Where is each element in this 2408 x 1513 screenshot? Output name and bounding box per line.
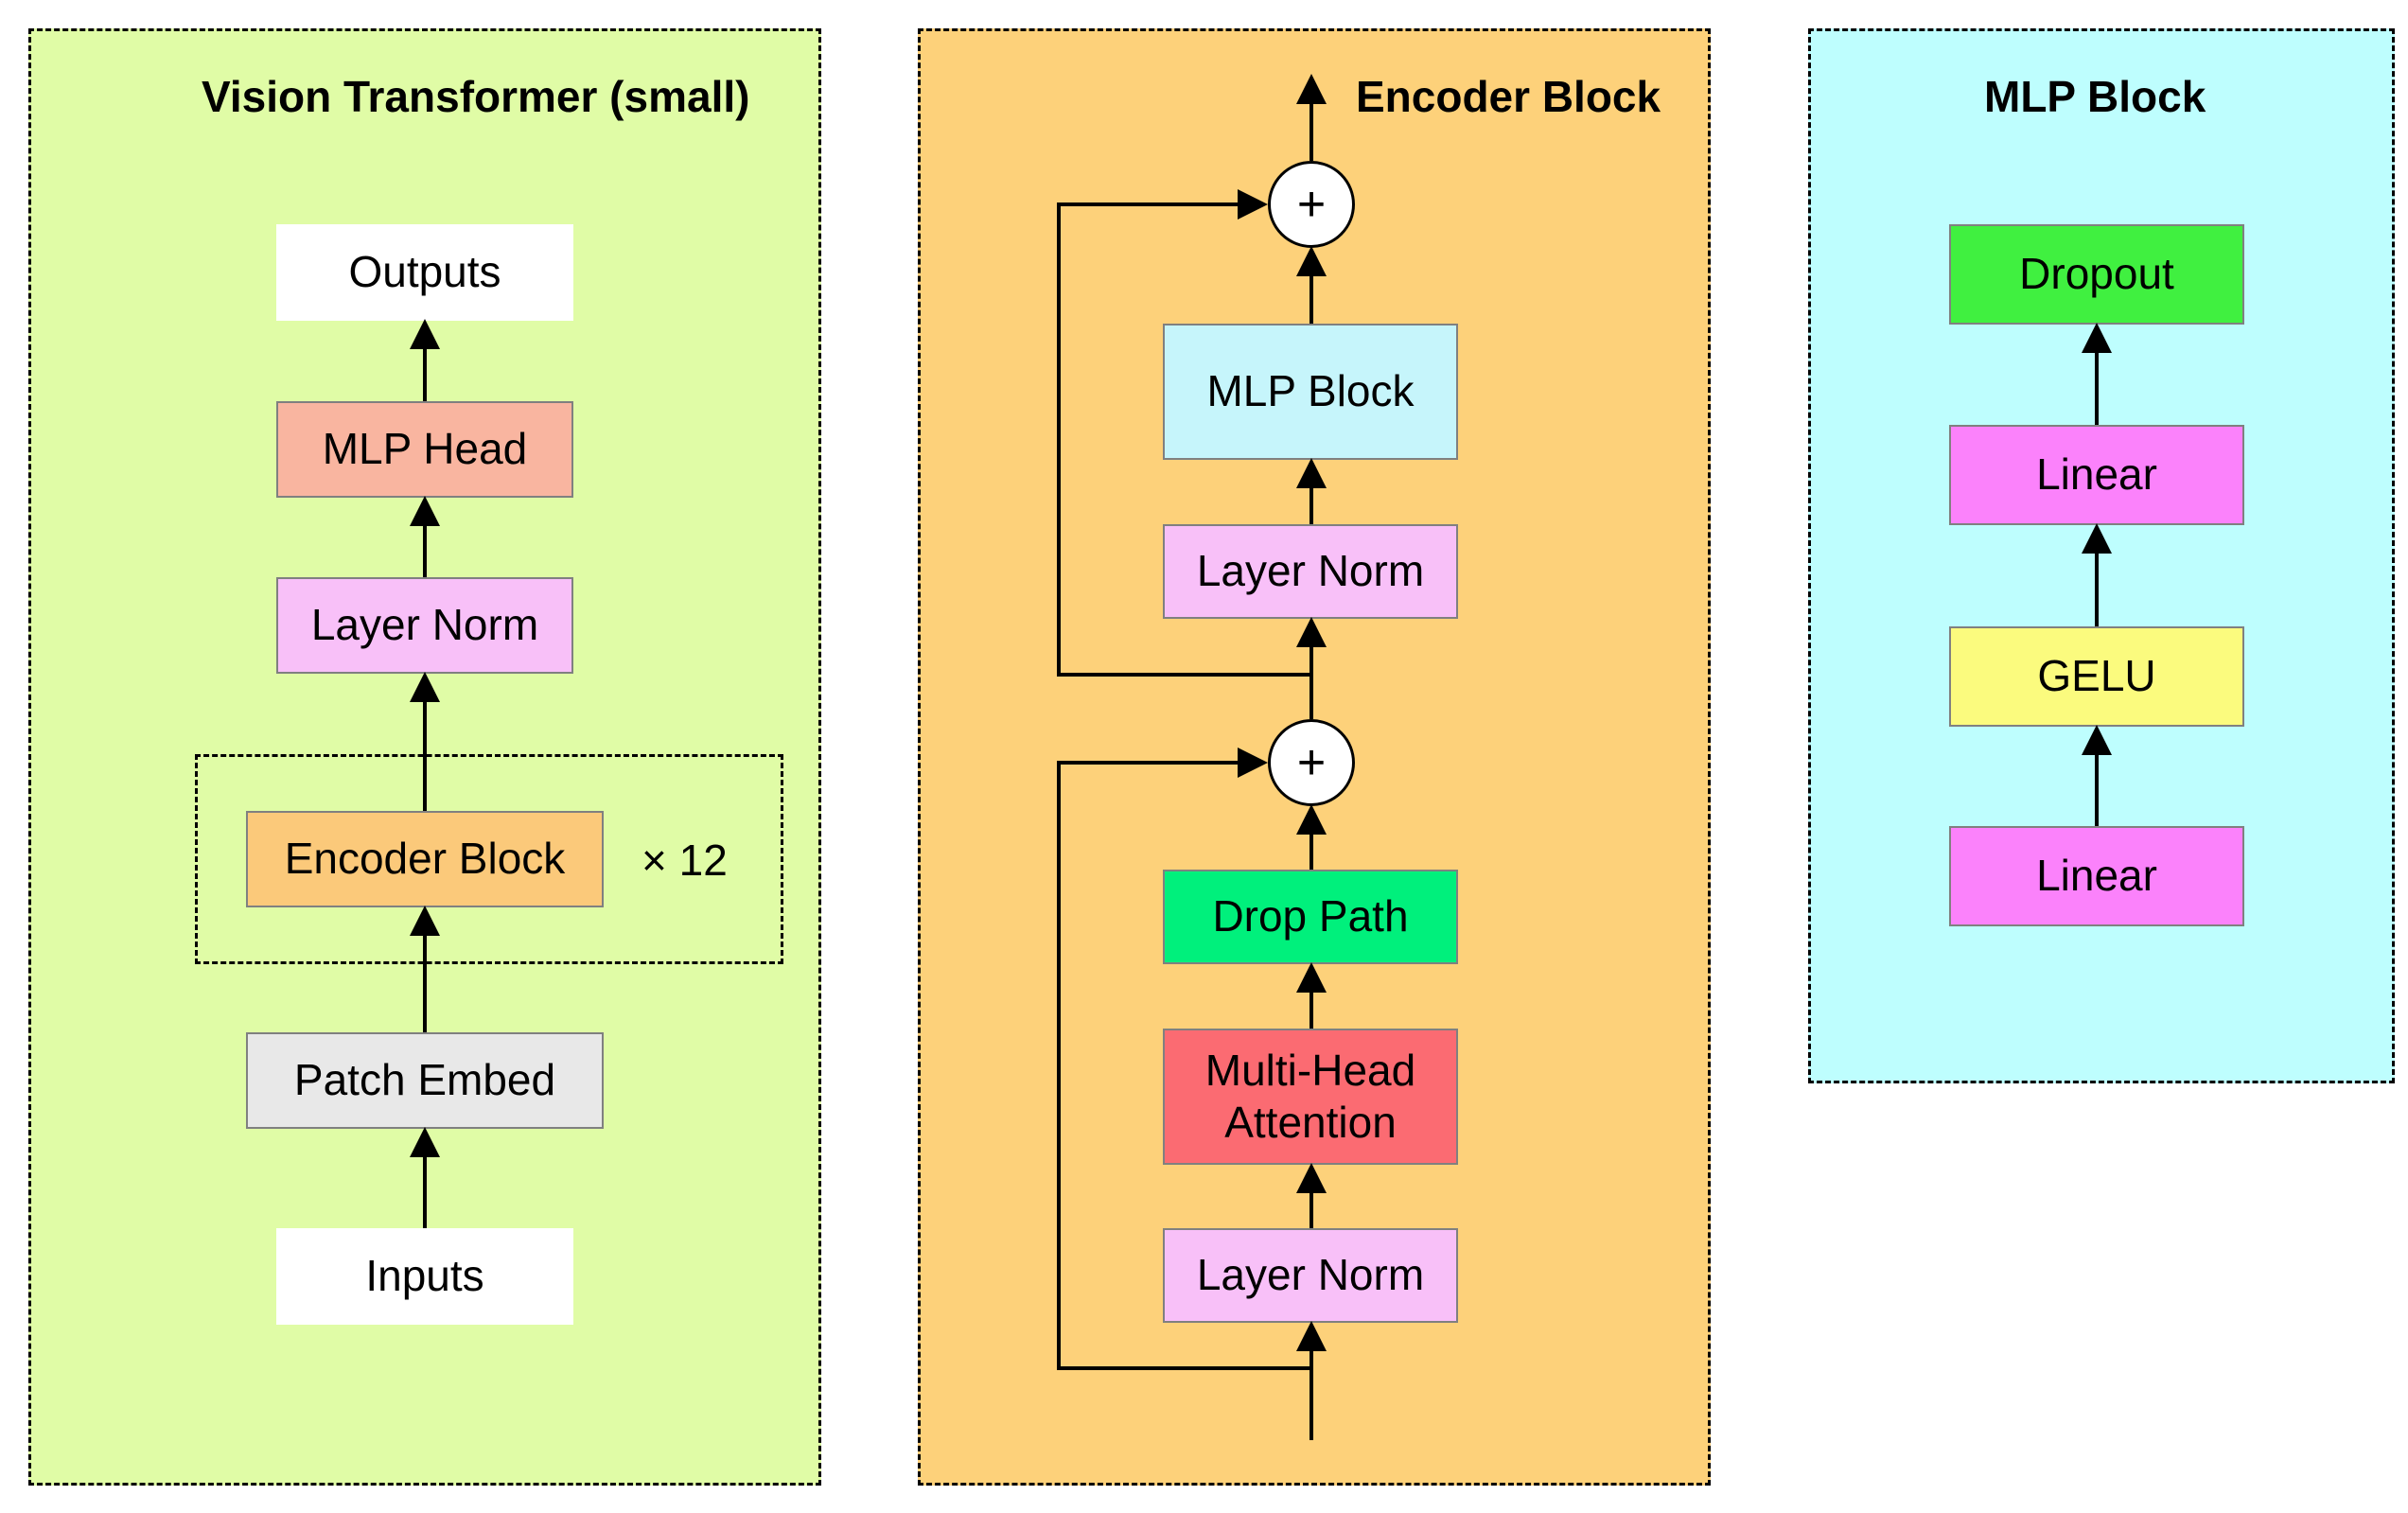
encoder-layer-norm-bottom-box: Layer Norm <box>1163 1228 1458 1323</box>
encoder-repeat-group <box>195 754 783 964</box>
encoder-panel-title: Encoder Block <box>1356 72 1661 121</box>
bottom-add-node: + <box>1268 719 1355 806</box>
multi-head-attention-box: Multi-Head Attention <box>1163 1029 1458 1165</box>
mlp-panel-title: MLP Block <box>1984 72 2206 121</box>
encoder-layer-norm-top-box: Layer Norm <box>1163 524 1458 619</box>
vit-layer-norm-box: Layer Norm <box>276 577 573 674</box>
mlp-linear-bottom-box: Linear <box>1949 826 2244 926</box>
outputs-box: Outputs <box>276 224 573 321</box>
vit-panel-title: Vision Transformer (small) <box>202 72 750 121</box>
dropout-box: Dropout <box>1949 224 2244 325</box>
encoder-block-box: Encoder Block <box>246 811 604 907</box>
gelu-box: GELU <box>1949 626 2244 727</box>
mlp-linear-top-box: Linear <box>1949 425 2244 525</box>
top-add-node: + <box>1268 161 1355 248</box>
drop-path-box: Drop Path <box>1163 870 1458 964</box>
repeat-count-label: × 12 <box>642 836 728 885</box>
inputs-box: Inputs <box>276 1228 573 1325</box>
patch-embed-box: Patch Embed <box>246 1032 604 1129</box>
mlp-block-box: MLP Block <box>1163 324 1458 460</box>
mlp-head-box: MLP Head <box>276 401 573 498</box>
